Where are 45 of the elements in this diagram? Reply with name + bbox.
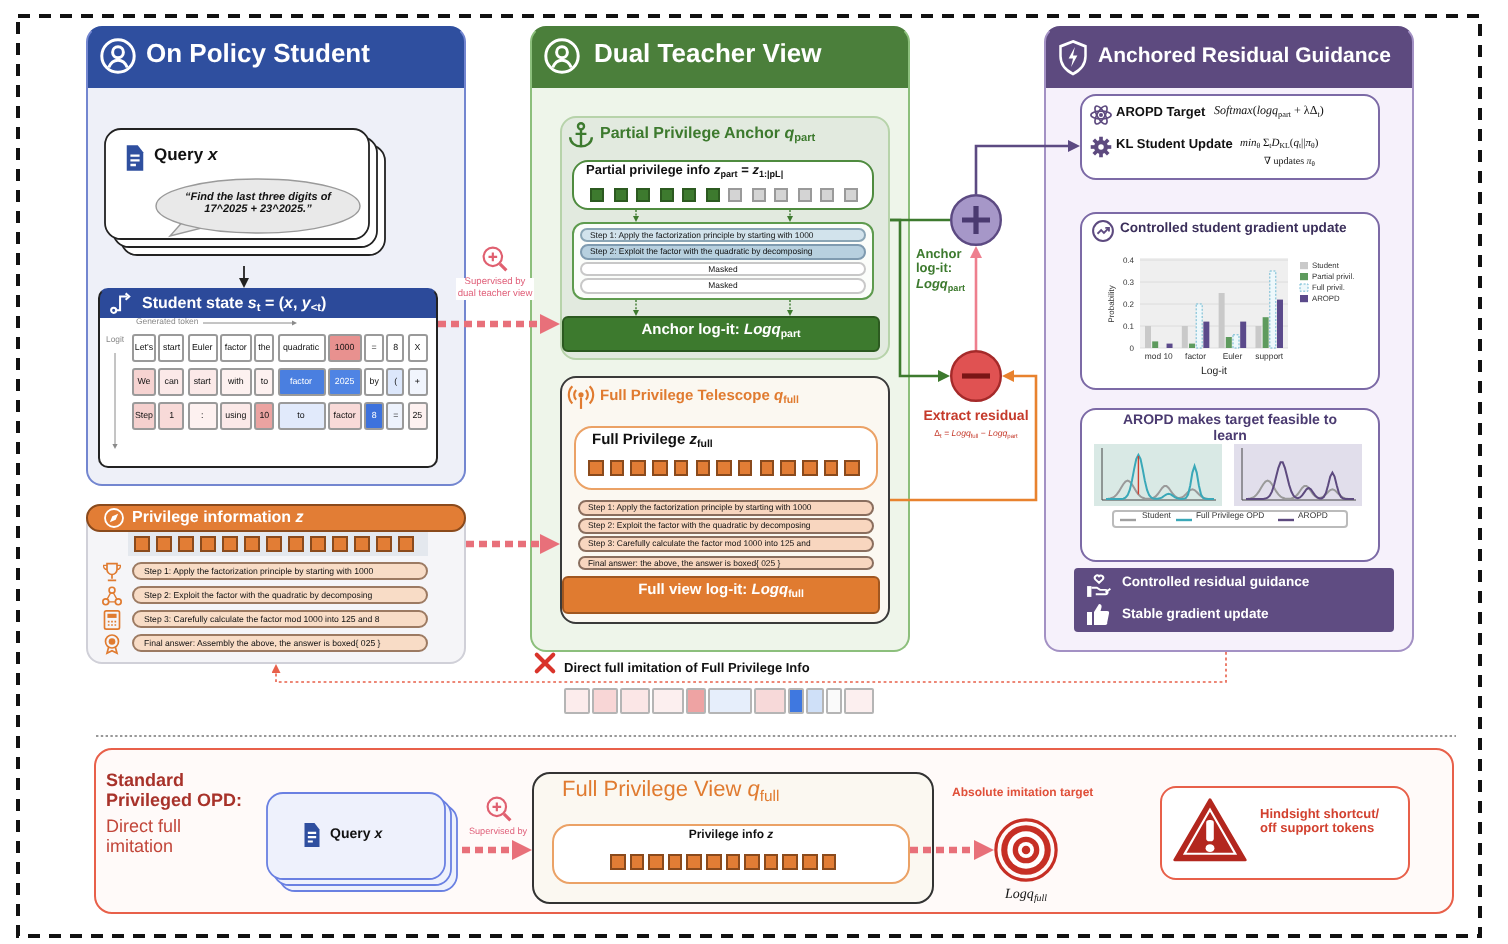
panel-title: Standard Privileged OPD:: [106, 770, 245, 812]
query-label: Query x: [154, 146, 218, 166]
privilege-info-card: [574, 426, 878, 490]
baseline-panel: [94, 748, 1454, 914]
arrow: [462, 840, 532, 860]
teacher-panel: [530, 26, 910, 652]
chart-card: [1080, 212, 1380, 390]
panel-title: On Policy Student: [146, 40, 370, 70]
privilege-panel: [86, 504, 466, 664]
arrow: [438, 314, 560, 334]
card-title: Student state s$_{t}$ = (x, y$_{<t}$): [142, 293, 327, 312]
arrow: [787, 209, 793, 222]
arrow: [271, 651, 1227, 683]
telescope-group-card: [560, 376, 890, 624]
anchor-group-card: [560, 116, 890, 360]
arrow: [787, 299, 793, 316]
summary-banner: [1074, 568, 1394, 632]
objective-card: [1080, 94, 1380, 180]
panel-title: Privilege information z: [132, 507, 304, 526]
panel-title: Dual Teacher View: [594, 40, 822, 70]
reasoning-steps-card: [572, 222, 874, 300]
warning-card: [1160, 786, 1410, 880]
add-operator: [950, 194, 1002, 246]
logit-bar: [562, 316, 880, 352]
card-title: Partial Privilege Anchor q$_{part}$: [600, 124, 816, 143]
subtract-operator: [950, 350, 1002, 402]
panel-title: Anchored Residual Guidance: [1098, 43, 1391, 68]
arrow: [890, 218, 950, 382]
panel-subtitle: Direct full imitation: [106, 816, 184, 858]
arrow: [239, 265, 249, 288]
guidance-panel: [1044, 26, 1414, 652]
logit-bar: [562, 576, 880, 614]
arrow: [974, 140, 1080, 194]
privilege-info-card: [572, 160, 874, 210]
plot-card: [1080, 408, 1380, 562]
card-title: Full Privilege View q$_{full}$: [562, 778, 780, 804]
privilege-info-card: [552, 824, 910, 884]
query-card: [266, 792, 462, 896]
arrow: [633, 299, 639, 316]
arrow: [890, 370, 1038, 502]
full-view-card: [532, 772, 934, 904]
arrow: [633, 209, 639, 222]
arrow: [910, 840, 994, 860]
arrow: [466, 534, 560, 554]
arrow: [970, 246, 982, 350]
